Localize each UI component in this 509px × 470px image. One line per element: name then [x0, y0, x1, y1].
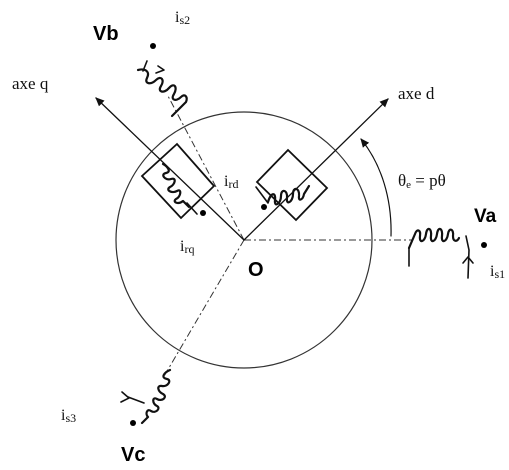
axe-d-arrow: [243, 98, 389, 241]
axe-q-arrow: [95, 97, 245, 241]
rotor-circle: [115, 111, 373, 369]
is2-main: i: [175, 9, 180, 26]
label-is1: is1: [490, 263, 505, 281]
phase-b-axis: [167, 95, 245, 241]
label-axe-q: axe q: [12, 74, 49, 93]
label-ird: ird: [224, 173, 238, 191]
stator-coil-b: [136, 43, 188, 118]
label-is2: is2: [175, 9, 190, 27]
stator-coil-a: [407, 227, 487, 279]
stator-coil-c: [120, 368, 172, 426]
rotor-q-coil: [140, 142, 216, 220]
phase-c-axis: [162, 239, 245, 379]
rotor-d-coil-dot: [261, 204, 267, 210]
ird-sub: rd: [228, 177, 238, 191]
rotor-q-coil-dot: [200, 210, 206, 216]
label-vc: Vc: [121, 444, 145, 466]
is1-main: i: [490, 263, 495, 280]
is1-sub: s1: [494, 267, 505, 281]
ird-main: i: [224, 173, 229, 190]
label-irq: irq: [180, 238, 194, 256]
is2-sub: s2: [179, 13, 190, 27]
theta-equation: = pθ: [411, 171, 446, 190]
stator-coil-a-dot: [481, 242, 487, 248]
rotor-d-coil-box: [255, 148, 329, 222]
theta-symbol: θ: [398, 171, 406, 190]
rotor-q-coil-box: [140, 142, 216, 220]
theta-subscript: e: [406, 179, 411, 191]
is3-sub: s3: [65, 411, 76, 425]
label-theta: θe = pθ: [398, 171, 446, 191]
irq-sub: rq: [184, 242, 194, 256]
rotor-d-coil: [255, 148, 329, 222]
theta-angle-arc: [360, 138, 392, 237]
label-vb: Vb: [93, 23, 119, 45]
label-is3: is3: [61, 407, 76, 425]
label-origin: O: [248, 259, 264, 281]
label-va: Va: [474, 206, 497, 227]
is3-main: i: [61, 407, 66, 424]
label-axe-d: axe d: [398, 84, 435, 103]
stator-coil-b-dot: [150, 43, 156, 49]
stator-coil-c-dot: [130, 420, 136, 426]
irq-main: i: [180, 238, 185, 255]
